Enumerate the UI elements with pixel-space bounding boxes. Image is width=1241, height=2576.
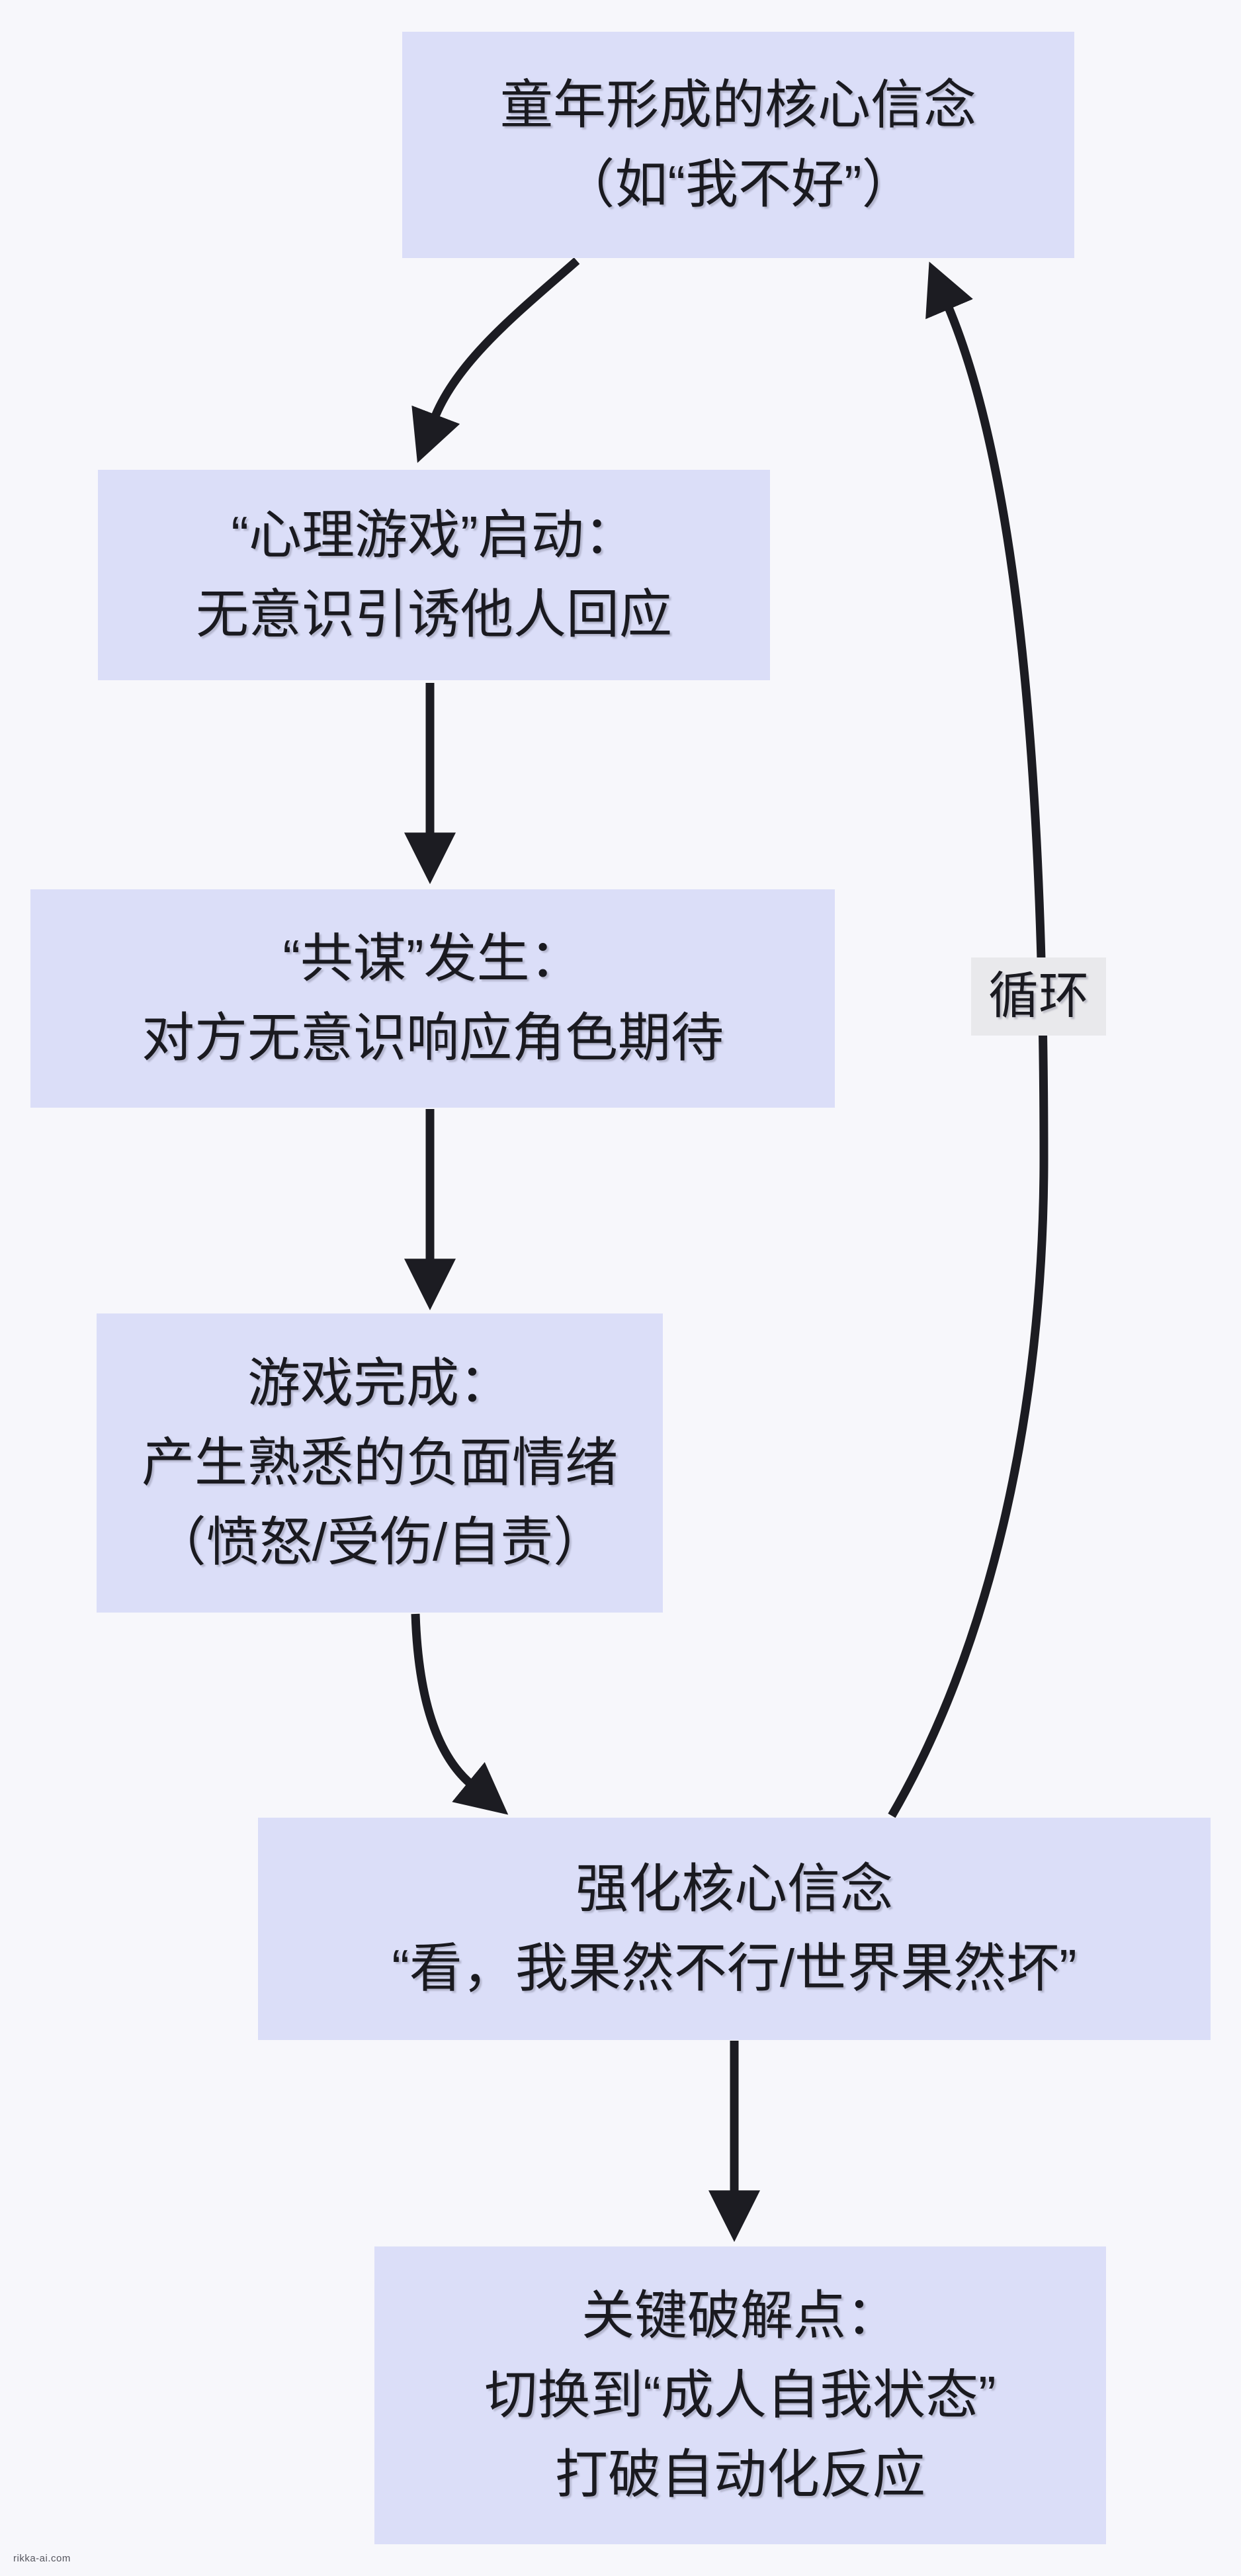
node-line: （愤怒/受伤/自责） (153, 1513, 607, 1572)
node-reinforce: 强化核心信念 “看，我果然不行/世界果然坏” (258, 1818, 1211, 2040)
node-line: 游戏完成： (247, 1354, 512, 1413)
loop-edge-label: 循环 (971, 957, 1106, 1036)
node-line: “看，我果然不行/世界果然坏” (392, 1939, 1077, 1998)
node-line: 关键破解点： (581, 2286, 899, 2345)
edge-reinforce-loop-to-core-belief (888, 261, 1048, 1818)
node-line: 强化核心信念 (576, 1859, 893, 1918)
node-line: 对方无意识响应角色期待 (142, 1008, 724, 1067)
node-line: 童年形成的核心信念 (500, 75, 976, 134)
node-line: “共谋”发生： (282, 929, 583, 988)
edge-core-belief-to-game-start (411, 257, 580, 463)
node-line: “心理游戏”启动： (231, 506, 637, 564)
node-line: 打破自动化反应 (555, 2445, 925, 2504)
watermark-text: rikka-ai.com (13, 2553, 71, 2564)
node-collusion: “共谋”发生： 对方无意识响应角色期待 (30, 889, 835, 1108)
edge-game-complete-to-reinforce (411, 1613, 509, 1815)
node-breakpoint: 关键破解点： 切换到“成人自我状态” 打破自动化反应 (374, 2246, 1106, 2544)
node-core-belief: 童年形成的核心信念 （如“我不好”） (402, 32, 1074, 258)
node-line: 切换到“成人自我状态” (484, 2366, 996, 2424)
node-line: （如“我不好”） (562, 155, 915, 214)
node-line: 产生熟悉的负面情绪 (142, 1433, 618, 1492)
node-game-complete: 游戏完成： 产生熟悉的负面情绪 （愤怒/受伤/自责） (97, 1313, 663, 1613)
node-line: 无意识引诱他人回应 (196, 585, 672, 644)
node-game-start: “心理游戏”启动： 无意识引诱他人回应 (98, 470, 770, 680)
